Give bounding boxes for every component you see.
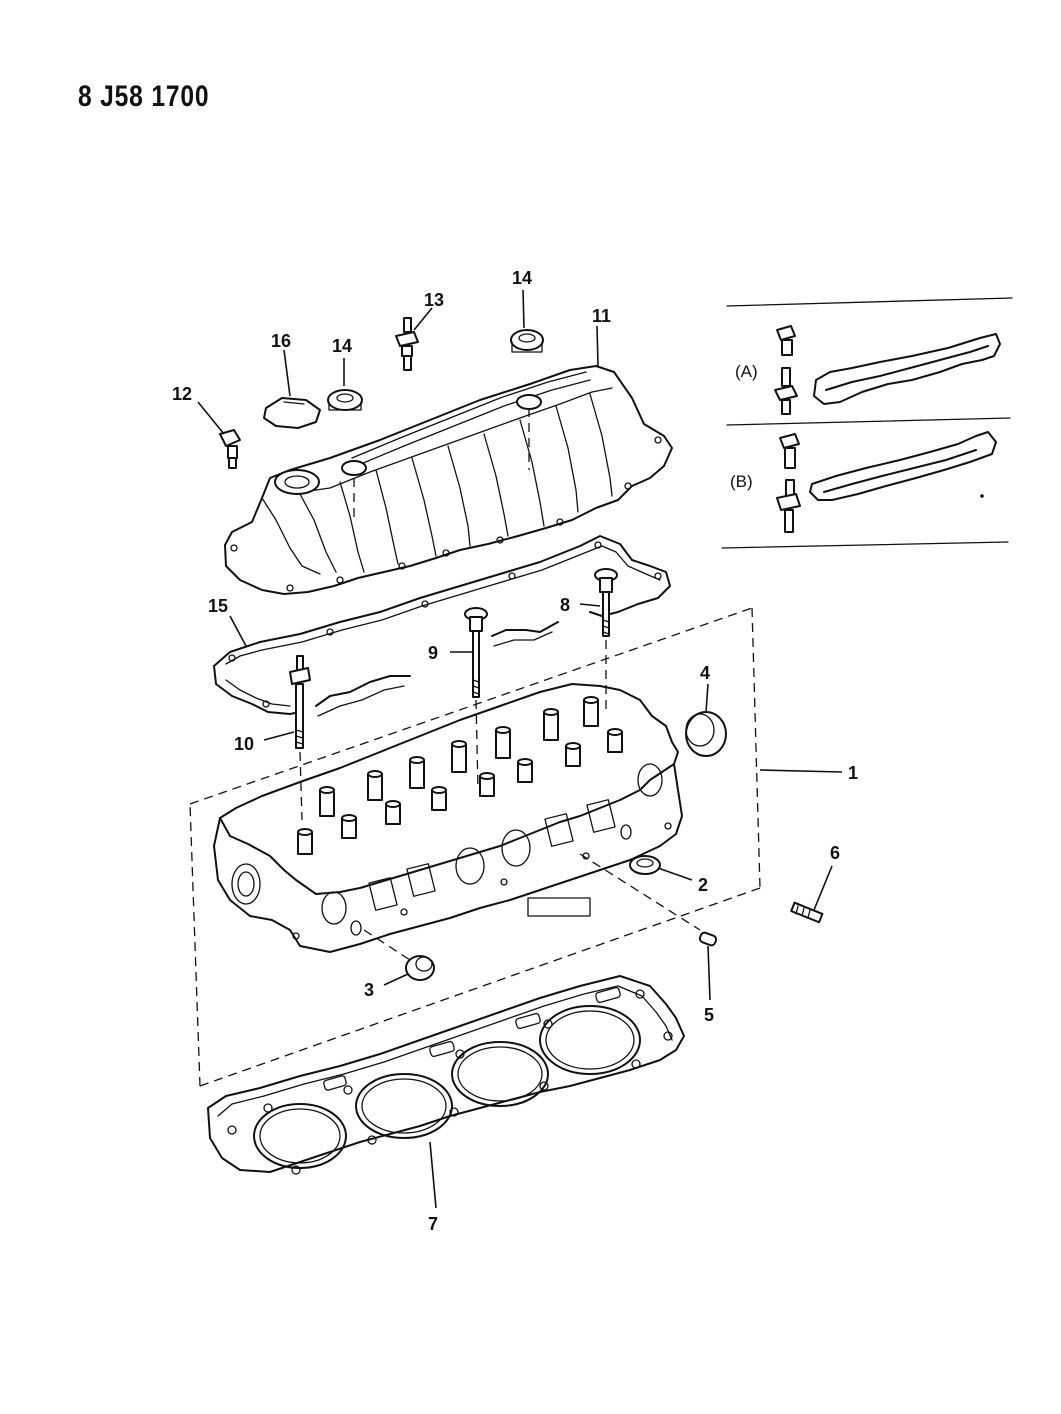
rocker-studs: [297, 696, 623, 855]
callout-6: 6: [830, 843, 840, 863]
head-bolt-9: [464, 607, 488, 698]
variant-b: (B): [730, 431, 997, 533]
head-gasket: [207, 975, 685, 1175]
callout-4: 4: [700, 663, 710, 683]
callout-13: 13: [424, 290, 444, 310]
callout-11: 11: [592, 306, 611, 326]
dowel-pin-5: [698, 931, 718, 947]
variant-a-bolt-icon: [776, 325, 796, 356]
valve-cover: [224, 365, 673, 595]
stud-6: [790, 901, 824, 924]
variant-a-stud-icon: [774, 367, 798, 415]
head-assembly-boundary: [189, 607, 761, 1087]
callout-12: 12: [172, 384, 192, 404]
valve-cover-gasket: [213, 535, 671, 717]
callout-7: 7: [428, 1214, 438, 1234]
expansion-plug-4: [685, 711, 727, 757]
callout-14-left: 14: [332, 336, 352, 356]
oil-filler-cap-16: [263, 397, 321, 429]
plug-3: [405, 955, 435, 981]
callout-leaders: [197, 289, 843, 1209]
callout-1: 1: [848, 763, 858, 783]
callout-10: 10: [234, 734, 254, 754]
head-bolt-10: [289, 655, 311, 749]
callout-2: 2: [698, 875, 708, 895]
grommet-14-right: [510, 329, 544, 353]
head-bolt-8: [594, 568, 618, 637]
grommet-14-left: [327, 389, 363, 411]
callout-9: 9: [428, 643, 438, 663]
callout-3: 3: [364, 980, 374, 1000]
bolt-12: [219, 429, 241, 469]
callout-16: 16: [271, 331, 291, 351]
variant-a-gasket-icon: [813, 333, 1001, 405]
variant-b-gasket-icon: [809, 431, 997, 501]
cylinder-head: [213, 683, 683, 953]
seal-2: [629, 855, 661, 875]
variant-inset: (A) (B): [721, 297, 1013, 549]
variant-b-stud-icon: [776, 479, 801, 533]
variant-b-label: (B): [730, 472, 753, 491]
drawing-code: 8 J58 1700: [78, 80, 210, 113]
variant-b-bolt-icon: [779, 433, 800, 469]
callout-15: 15: [208, 596, 228, 616]
variant-a: (A): [735, 325, 1001, 415]
stud-13: [395, 317, 419, 371]
variant-a-label: (A): [735, 362, 758, 381]
callout-5: 5: [704, 1005, 714, 1025]
callout-8: 8: [560, 595, 570, 615]
callout-14-right: 14: [512, 268, 532, 288]
